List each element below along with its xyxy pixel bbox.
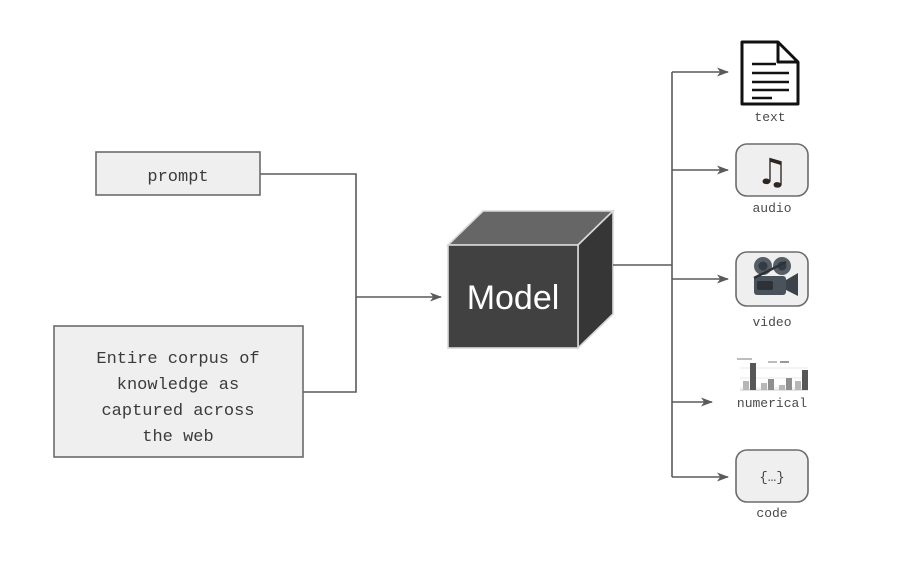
movie-camera-icon bbox=[753, 257, 798, 296]
bar-chart-bars bbox=[743, 363, 808, 390]
model-cube-front-face bbox=[447, 244, 579, 349]
model-cube-label: Model bbox=[467, 279, 560, 317]
document-page-icon bbox=[740, 40, 800, 106]
output-video-label: video bbox=[752, 315, 791, 330]
prompt-box-label: prompt bbox=[147, 168, 208, 187]
output-text-label: text bbox=[754, 110, 785, 125]
code-icon-frame bbox=[735, 449, 809, 503]
corpus-box[interactable]: Entire corpus of knowledge as captured a… bbox=[53, 325, 304, 458]
outputs-fanout-connector bbox=[613, 67, 729, 482]
code-braces-icon: {…} bbox=[759, 470, 784, 486]
model-cube[interactable]: Model bbox=[446, 209, 615, 350]
prompt-connector-line bbox=[260, 173, 357, 297]
corpus-box-line-2: knowledge as bbox=[117, 376, 239, 395]
music-note-icon: ♫ bbox=[756, 152, 788, 193]
inputs-merge-connector bbox=[260, 173, 442, 393]
output-numerical-label: numerical bbox=[737, 396, 807, 411]
corpus-connector-line bbox=[303, 297, 357, 393]
output-text[interactable]: text bbox=[740, 40, 800, 125]
corpus-box-line-4: the web bbox=[142, 428, 213, 447]
output-code-label: code bbox=[756, 506, 787, 521]
output-numerical[interactable]: numerical bbox=[733, 355, 811, 411]
output-audio-label: audio bbox=[752, 201, 791, 216]
output-code[interactable]: {…} code bbox=[735, 449, 809, 521]
corpus-box-line-1: Entire corpus of bbox=[96, 350, 259, 369]
corpus-box-line-3: captured across bbox=[101, 402, 254, 421]
audio-icon-frame bbox=[735, 143, 809, 197]
output-video[interactable]: video bbox=[735, 251, 809, 330]
bar-chart-icon bbox=[733, 355, 811, 393]
prompt-box[interactable]: prompt bbox=[95, 151, 261, 196]
output-audio[interactable]: ♫ audio bbox=[735, 143, 809, 216]
